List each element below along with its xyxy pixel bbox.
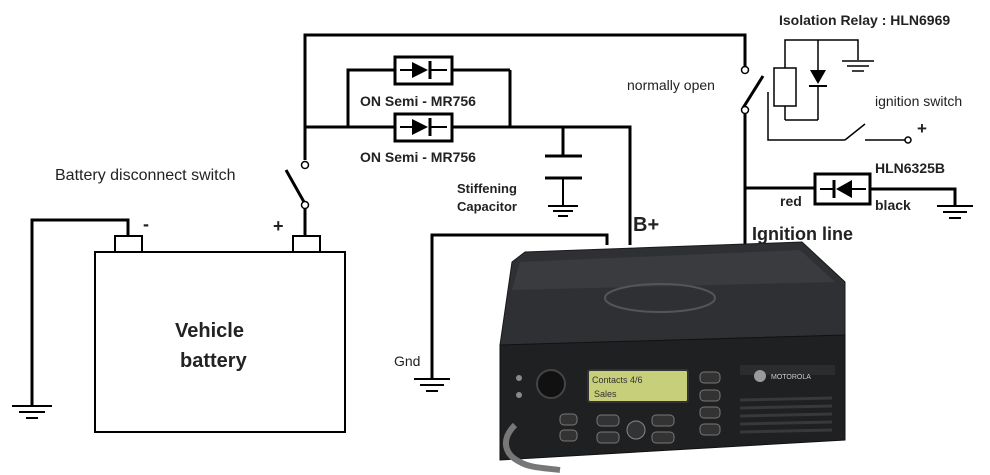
radio-display xyxy=(587,369,689,403)
label-stiffening: Stiffening xyxy=(457,181,517,196)
motorola-radio: MOTOROLA Contacts 4/6 Sales xyxy=(499,241,846,473)
label-capacitor: Capacitor xyxy=(457,199,517,214)
display-line1: Contacts 4/6 xyxy=(592,375,643,385)
normally-open-switch xyxy=(740,65,765,115)
radio-left-button-2[interactable] xyxy=(559,429,578,442)
radio-nav-right[interactable] xyxy=(651,414,675,427)
radio-side-button-1[interactable] xyxy=(699,371,721,384)
radio-side-button-3[interactable] xyxy=(699,406,721,419)
label-battery-disconnect: Battery disconnect switch xyxy=(55,167,236,184)
label-hln6325b: HLN6325B xyxy=(875,160,945,176)
battery-disconnect-switch xyxy=(284,160,310,235)
ground-symbol-hln6325b xyxy=(937,205,973,219)
microphone-cord xyxy=(503,422,561,473)
label-diode-top: ON Semi - MR756 xyxy=(360,93,476,109)
label-isolation-relay: Isolation Relay : HLN6969 xyxy=(779,12,950,28)
label-ignition-switch: ignition switch xyxy=(875,93,962,109)
label-gnd: Gnd xyxy=(394,353,420,369)
radio-brand-logo: MOTOROLA xyxy=(771,374,811,381)
ground-symbol-battery xyxy=(12,405,52,419)
radio-side-button-4[interactable] xyxy=(699,423,721,436)
display-line2: Sales xyxy=(594,389,617,399)
radio-nav-left[interactable] xyxy=(596,414,620,427)
label-b-plus: B+ xyxy=(633,214,659,236)
volume-knob[interactable] xyxy=(536,369,566,399)
top-wire xyxy=(303,33,747,160)
vehicle-battery xyxy=(94,235,346,433)
radio-nav-home[interactable] xyxy=(651,431,675,444)
radio-side-button-2[interactable] xyxy=(699,389,721,402)
label-battery-minus: - xyxy=(143,214,149,234)
label-red: red xyxy=(780,193,802,209)
stiffening-capacitor xyxy=(545,154,582,217)
label-diode-bottom: ON Semi - MR756 xyxy=(360,149,476,165)
label-battery-plus: + xyxy=(273,216,284,236)
diode-mr756-top xyxy=(393,55,454,86)
label-black: black xyxy=(875,197,911,213)
diode-hln6325b xyxy=(813,172,872,206)
radio-left-button-1[interactable] xyxy=(559,413,578,426)
label-normally-open: normally open xyxy=(627,77,715,93)
label-ignition-line: Ignition line xyxy=(752,224,853,244)
battery-ground-wire xyxy=(30,218,130,405)
label-ignition-plus: + xyxy=(917,119,927,138)
isolation-relay xyxy=(767,39,912,144)
radio-gnd-wire xyxy=(430,233,609,378)
speaker-grille xyxy=(739,396,833,434)
label-battery: battery xyxy=(180,350,248,372)
radio-ok-button[interactable] xyxy=(626,420,646,440)
radio-nav-back[interactable] xyxy=(596,431,620,444)
diode-mr756-bottom xyxy=(393,112,454,143)
label-vehicle: Vehicle xyxy=(175,320,244,342)
ground-symbol-radio xyxy=(414,378,450,392)
